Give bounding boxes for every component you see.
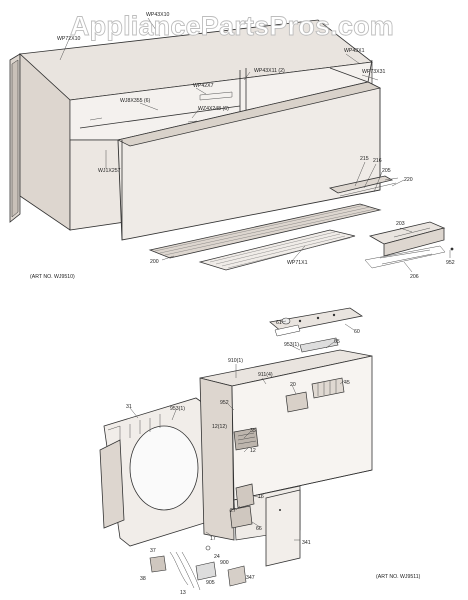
label-203: 203 xyxy=(396,221,405,227)
label-953: 953(1) xyxy=(284,342,299,348)
label-wz4x248: WZ4X248 (6) xyxy=(198,106,229,112)
front-panel xyxy=(116,59,382,241)
bottom-leaders xyxy=(129,320,355,541)
label-wp42x7: WP42X7 xyxy=(193,83,214,89)
fan-opening xyxy=(129,425,199,511)
label-37: 37 xyxy=(150,548,156,554)
label-wp71x1: WP71X1 xyxy=(287,260,308,266)
label-wj8x355: WJ8X355 (6) xyxy=(120,98,151,104)
top-part-labels: WP72X10 WP43X10 WP43X1 WP73X31 WP43X11 (… xyxy=(30,12,455,280)
label-38: 38 xyxy=(140,576,146,582)
label-wp43x11: WP43X11 (2) xyxy=(254,68,285,74)
label-24: 24 xyxy=(214,554,220,560)
wire-harness xyxy=(169,551,201,591)
label-16: 16 xyxy=(258,494,264,500)
label-341: 341 xyxy=(302,540,311,546)
filter-screen xyxy=(198,229,356,271)
capacitor xyxy=(235,483,255,509)
label-220: 220 xyxy=(404,177,413,183)
art-number-top: (ART NO. WJ9510) xyxy=(30,274,75,280)
label-205: 205 xyxy=(382,168,391,174)
label-wp73x31: WP73X31 xyxy=(362,69,385,75)
label-910: 910(1) xyxy=(228,358,243,364)
label-200: 200 xyxy=(150,259,159,265)
grille-parts xyxy=(148,175,454,271)
label-953b: 953(1) xyxy=(170,406,185,412)
label-wp43x10: WP43X10 xyxy=(146,12,169,18)
label-27: 27 xyxy=(230,508,236,514)
label-35: 35 xyxy=(250,428,256,434)
label-12: 12 xyxy=(250,448,256,454)
label-wp43x1: WP43X1 xyxy=(344,48,365,54)
label-12-12: 12(12) xyxy=(212,424,227,430)
label-911: 911(4) xyxy=(258,372,273,378)
label-60: 60 xyxy=(354,329,360,335)
label-45: 45 xyxy=(344,380,350,386)
chassis-assembly xyxy=(99,307,373,591)
label-wp72x10: WP72X10 xyxy=(57,36,80,42)
chassis-frame xyxy=(199,377,235,541)
label-31: 31 xyxy=(126,404,132,410)
label-66: 66 xyxy=(256,526,262,532)
top-leaders xyxy=(59,17,451,273)
label-347: 347 xyxy=(246,575,255,581)
label-215: 215 xyxy=(360,156,369,162)
switch-block xyxy=(285,391,309,413)
label-17: 17 xyxy=(210,536,216,542)
top-strip xyxy=(328,175,394,194)
access-panel xyxy=(265,489,301,567)
art-number-bottom: (ART NO. WJ9511) xyxy=(376,574,421,580)
label-216: 216 xyxy=(373,158,382,164)
label-206: 206 xyxy=(410,274,419,280)
label-wj1x257: WJ1X257 xyxy=(98,168,121,174)
label-900: 900 xyxy=(220,560,229,566)
label-20: 20 xyxy=(290,382,296,388)
label-65: 65 xyxy=(334,339,340,345)
label-952: 952 xyxy=(446,260,455,266)
label-905: 905 xyxy=(206,580,215,586)
watermark-text: AppliancePartsPros.com xyxy=(70,11,394,41)
label-61: 61 xyxy=(276,320,282,326)
label-13: 13 xyxy=(180,590,186,596)
bottom-part-labels: 61 60 953(1) 65 45 910(1) 911(4) 20 31 9… xyxy=(126,320,421,596)
label-952b: 952 xyxy=(220,400,229,406)
